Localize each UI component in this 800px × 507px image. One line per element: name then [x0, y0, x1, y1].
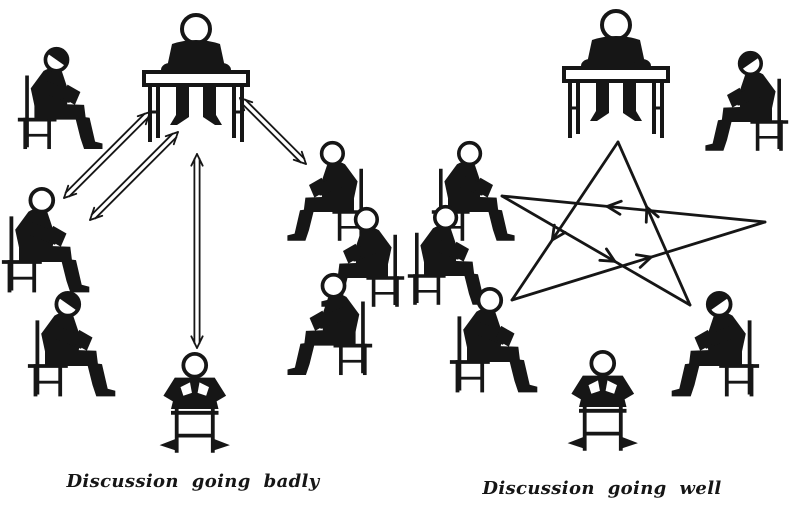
- left-participant-mid-left: [1, 186, 92, 295]
- left-arrow: [239, 97, 307, 165]
- arrow-stroke: [500, 194, 692, 307]
- right-moderator-at-table: [562, 9, 670, 138]
- left-arrow: [63, 111, 151, 199]
- arrow-stroke: [239, 97, 246, 112]
- right-participant-mid-left: [407, 204, 493, 307]
- arrow-stroke: [645, 205, 660, 219]
- arrow-stroke: [244, 98, 306, 160]
- arrow-stroke: [196, 153, 204, 167]
- arrow-stroke: [190, 153, 198, 167]
- right-arrow: [510, 220, 767, 302]
- arrow-stroke: [164, 131, 179, 138]
- arrow-stroke: [89, 214, 104, 221]
- left-arrow: [89, 131, 179, 221]
- arrow-stroke: [300, 150, 307, 165]
- arrow-stroke: [89, 206, 96, 221]
- arrow-stroke: [550, 231, 567, 242]
- arrow-stroke: [634, 253, 653, 259]
- arrow-stroke: [605, 204, 622, 216]
- left-arrow: [190, 153, 204, 349]
- arrow-stroke: [63, 192, 78, 199]
- arrow-stroke: [144, 111, 151, 126]
- dark-hair-wedge: [59, 294, 78, 310]
- arrow-stroke: [63, 184, 70, 199]
- right-arrow: [500, 194, 692, 307]
- arrow-stroke: [239, 97, 254, 104]
- right-arrow: [500, 194, 767, 224]
- arrow-stroke: [136, 111, 151, 118]
- arrow-stroke: [68, 116, 150, 198]
- left-participant-bottom: [157, 351, 232, 453]
- arrow-stroke: [292, 158, 307, 165]
- right-participant-lower-left: [449, 286, 540, 395]
- left-moderator-at-table: [142, 13, 250, 142]
- right-arrow: [510, 140, 620, 302]
- caption-discussion-going-badly: Discussion going badly: [66, 471, 320, 492]
- arrow-stroke: [605, 199, 623, 208]
- right-participant-bottom: [565, 349, 640, 451]
- right-participant-lower-right: [672, 293, 758, 397]
- arrow-stroke: [64, 112, 146, 194]
- arrow-stroke: [196, 335, 204, 349]
- right-arrow: [616, 140, 692, 307]
- arrow-stroke: [644, 205, 649, 224]
- arrow-stroke: [90, 132, 174, 216]
- arrow-stroke: [510, 140, 620, 302]
- arrow-stroke: [240, 102, 302, 164]
- left-participant-lower-left: [27, 290, 118, 399]
- dark-hair-wedge: [709, 294, 728, 310]
- arrows-layer: [63, 97, 767, 349]
- arrow-stroke: [598, 258, 617, 263]
- left-participant-lower-right: [288, 275, 371, 375]
- arrow-stroke: [190, 335, 198, 349]
- left-participant-upper-left: [17, 46, 105, 151]
- figures-layer: [1, 9, 787, 453]
- dark-hair-wedge: [48, 50, 67, 66]
- arrow-stroke: [172, 131, 179, 146]
- arrow-stroke: [500, 194, 767, 224]
- right-participant-upper-right: [705, 53, 786, 151]
- arrow-stroke: [510, 220, 767, 302]
- arrow-stroke: [605, 247, 617, 263]
- arrow-stroke: [638, 255, 653, 269]
- arrow-stroke: [94, 136, 178, 220]
- dark-hair-wedge: [740, 54, 759, 69]
- caption-discussion-going-well: Discussion going well: [482, 478, 722, 499]
- arrow-stroke: [616, 140, 692, 307]
